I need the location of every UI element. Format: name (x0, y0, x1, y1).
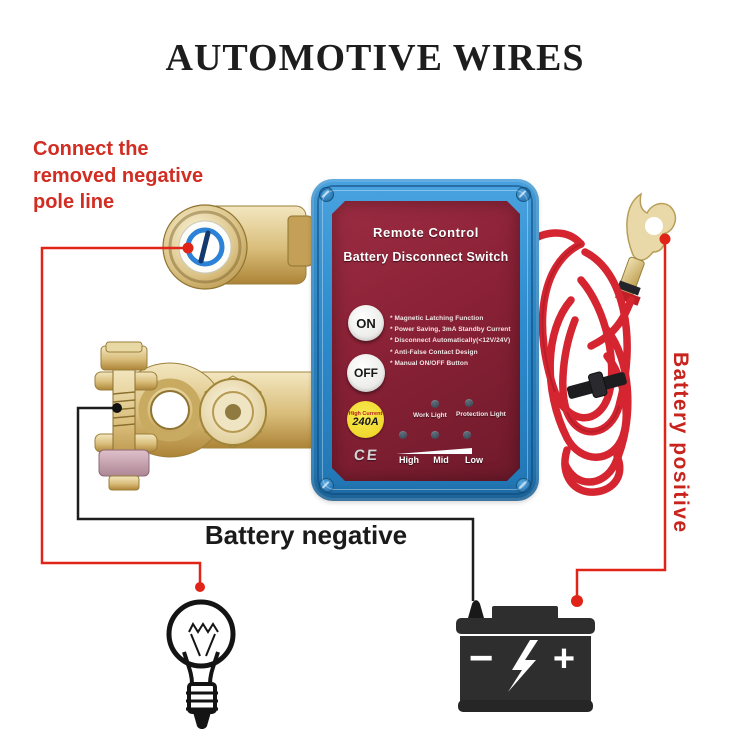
device-label: Remote Control Battery Disconnect Switch… (332, 201, 520, 481)
clamp-pink-nut (98, 449, 150, 477)
battery-negative-terminal (468, 600, 484, 618)
level-mid-label: Mid (433, 455, 449, 465)
corner-screw-icon (516, 478, 531, 493)
wire-loops (519, 229, 635, 496)
current-badge: High Current 240A (347, 401, 384, 438)
level-wedge (396, 448, 472, 454)
brass-clamp-terminal (94, 341, 324, 491)
connect-note: Connect the removed negative pole line (33, 138, 204, 214)
corner-screw-icon (319, 478, 334, 493)
battery-negative-label: Battery negative (204, 520, 408, 550)
low-led (463, 431, 471, 439)
page-title: AUTOMOTIVE WIRES (165, 37, 585, 79)
feature-item: * Power Saving, 3mA Standby Current (390, 326, 511, 334)
corner-screw-icon (319, 187, 334, 202)
fork-terminal (615, 192, 677, 306)
battery-plus-symbol: + (552, 638, 576, 680)
corner-screw-icon (516, 187, 531, 202)
lightning-bolt-icon (508, 640, 538, 692)
protection-light-label: Protection Light (456, 411, 506, 418)
ce-mark: CE (353, 447, 380, 464)
feature-item: * Manual ON/OFF Button (390, 359, 469, 367)
light-bulb-icon (166, 599, 236, 729)
device-title-line1: Remote Control (373, 225, 479, 240)
battery-icon (456, 600, 595, 712)
battery-minus-symbol: − (468, 634, 494, 681)
red-wire-coil (519, 192, 677, 496)
filament (188, 621, 219, 634)
battery-positive-label: Battery positive (669, 352, 692, 534)
level-high-label: High (399, 455, 419, 465)
high-led (399, 431, 407, 439)
feature-item: * Anti-False Contact Design (390, 348, 478, 356)
work-light-led (431, 400, 439, 408)
current-badge-value: 240A (352, 416, 379, 428)
level-low-label: Low (465, 455, 483, 465)
off-button: OFF (347, 354, 385, 392)
work-light-label: Work Light (413, 412, 447, 419)
mid-led (431, 431, 439, 439)
protection-light-led (465, 399, 473, 407)
disconnect-switch-device: Remote Control Battery Disconnect Switch… (311, 179, 539, 501)
device-title-line2: Battery Disconnect Switch (343, 250, 509, 264)
feature-list: * Magnetic Latching Function * Power Sav… (390, 313, 514, 369)
brass-terminal-top (162, 204, 313, 290)
on-button: ON (348, 305, 384, 341)
feature-item: * Disconnect Automatically(<12V/24V) (390, 337, 511, 345)
feature-item: * Magnetic Latching Function (390, 315, 484, 322)
